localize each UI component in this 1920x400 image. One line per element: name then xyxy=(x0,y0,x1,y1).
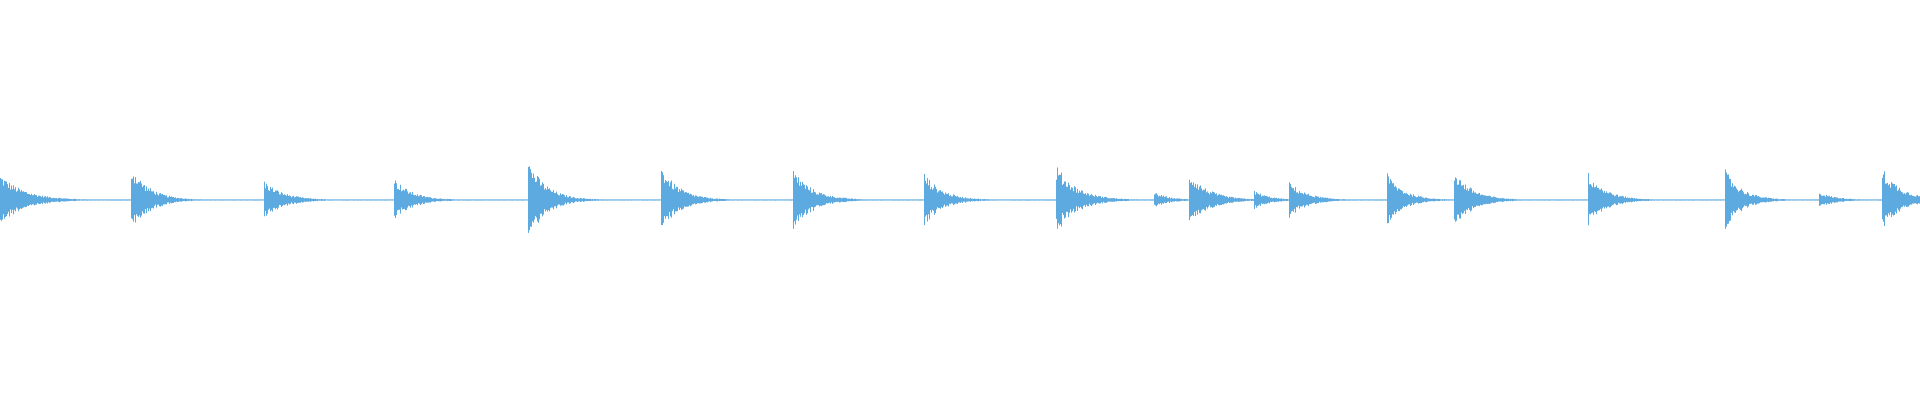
waveform-path xyxy=(0,166,1920,233)
